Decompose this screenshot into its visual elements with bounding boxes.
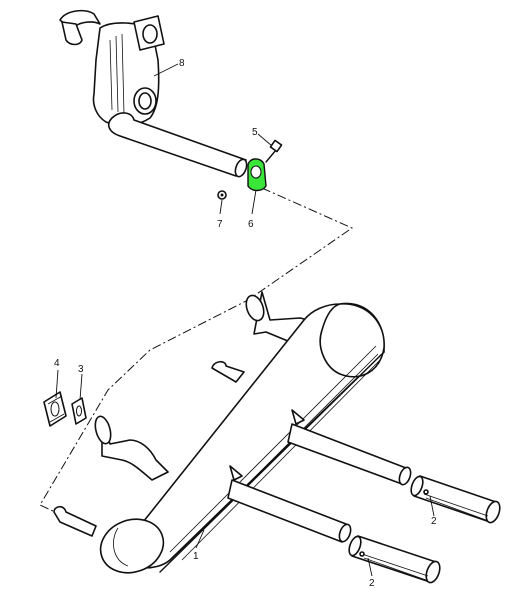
silencer [53, 291, 385, 574]
tail-pipe-extension-right [410, 475, 501, 524]
label-part-7: 7 [217, 219, 223, 230]
label-part-3: 3 [78, 364, 84, 375]
label-part-6: 6 [248, 219, 254, 230]
tail-pipe-upper [287, 423, 412, 486]
tail-pipe-extension-lower [348, 535, 441, 584]
label-part-4: 4 [54, 358, 60, 369]
gasket-4 [43, 391, 67, 427]
heat-exchanger [59, 9, 248, 178]
label-part-8: 8 [179, 58, 185, 69]
gasket-3 [71, 397, 87, 425]
label-part-1: 1 [193, 551, 199, 562]
label-part-2-lower: 2 [369, 578, 375, 589]
clamp-bolt [265, 139, 283, 163]
pipe-clamp [247, 158, 267, 192]
clamp-nut [217, 190, 227, 200]
tail-pipe-lower [227, 479, 352, 543]
label-part-5: 5 [252, 127, 258, 138]
centerline [39, 187, 354, 513]
label-part-2-right: 2 [431, 516, 437, 527]
